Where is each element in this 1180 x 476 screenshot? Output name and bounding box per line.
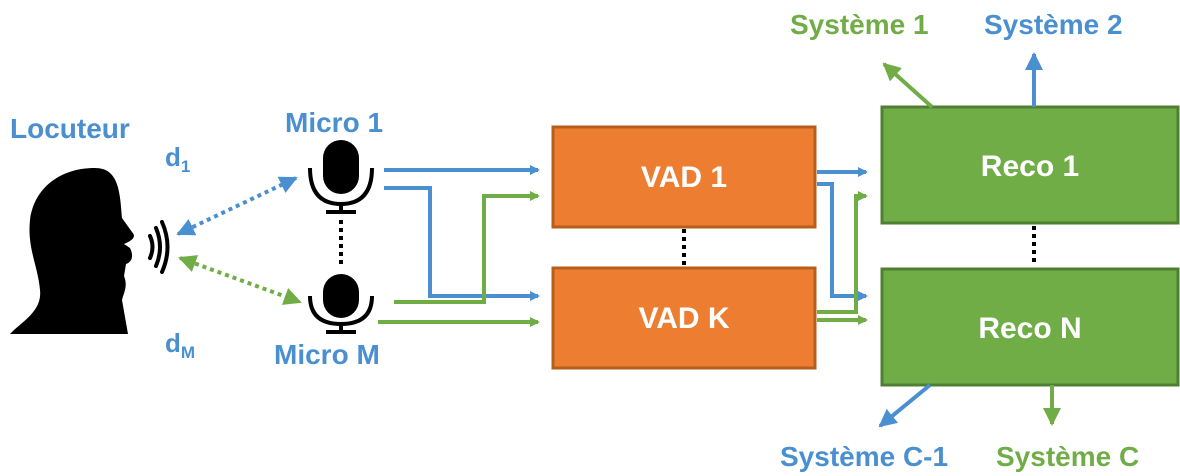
system-1-label: Système 1 [790, 9, 929, 40]
reco-1-label: Reco 1 [981, 150, 1079, 183]
reco-n-label: Reco N [978, 312, 1081, 345]
micro-m-label: Micro M [274, 339, 380, 370]
vad-k-label: VAD K [638, 302, 729, 335]
vadk-to-reco1-green [817, 191, 868, 314]
vad-1-box: VAD 1 [551, 125, 817, 229]
distance-d1: d1 [165, 142, 190, 176]
distance-dm-sub: M [181, 343, 195, 362]
distance-d1-sub: 1 [181, 157, 190, 176]
speaker-label: Locuteur [10, 113, 130, 144]
microphone-icon [308, 274, 374, 334]
system-c-label: Système C [996, 441, 1139, 472]
distance-arrow-m [178, 255, 302, 305]
distance-arrow-1 [176, 176, 298, 236]
system-1-arrow [882, 62, 934, 109]
microphone-icon [308, 140, 374, 214]
system-c1-label: Système C-1 [780, 441, 948, 472]
distance-dm: dM [165, 328, 195, 362]
vad-1-label: VAD 1 [641, 161, 727, 194]
system-2-label: Système 2 [984, 9, 1123, 40]
mic1-to-vadk-arrow [384, 186, 540, 301]
vad-k-box: VAD K [551, 266, 817, 370]
sound-waves-icon [148, 220, 170, 274]
micm-to-vad1-arrow [394, 191, 540, 304]
micro-1-label: Micro 1 [285, 107, 383, 138]
reco-n-box: Reco N [880, 267, 1180, 387]
vad1-to-recon-blue [817, 182, 868, 301]
reco-1-box: Reco 1 [880, 105, 1180, 225]
system-c1-arrow [878, 383, 932, 428]
head-icon [10, 168, 134, 334]
